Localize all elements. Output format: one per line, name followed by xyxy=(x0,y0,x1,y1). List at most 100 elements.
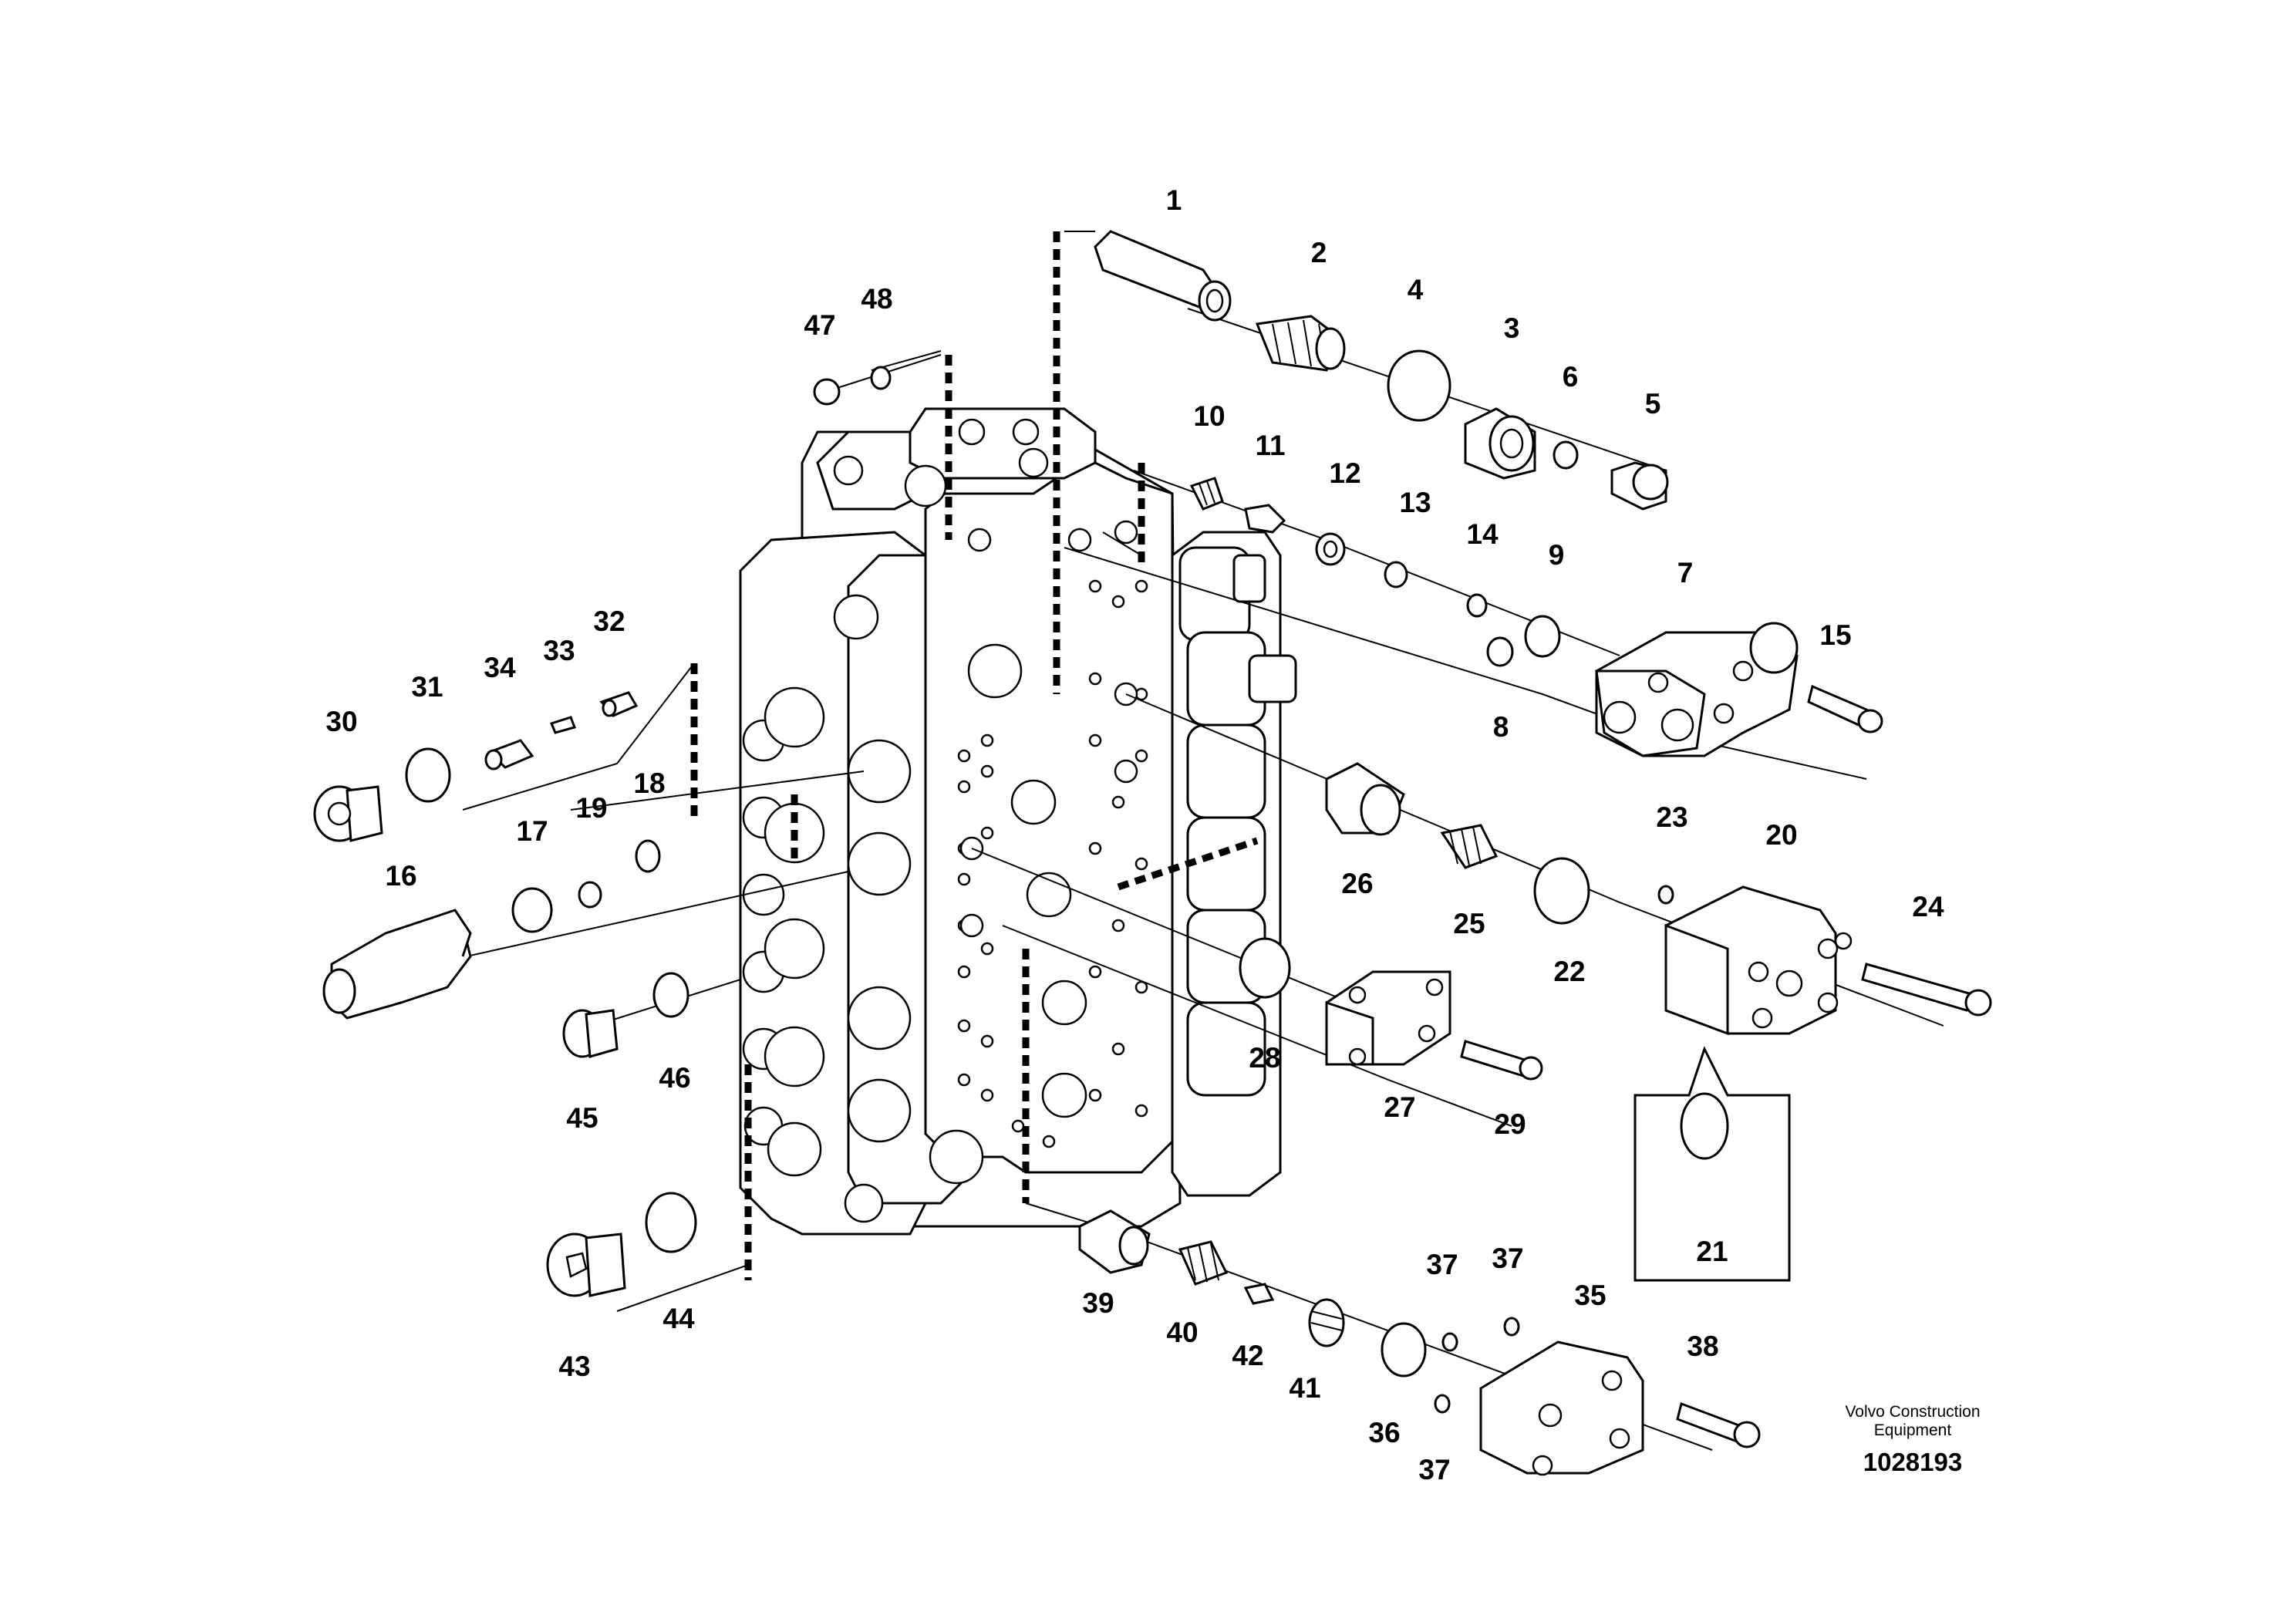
part-37-o-ring-c xyxy=(1434,1394,1451,1414)
part-17-o-ring xyxy=(511,887,553,933)
part-39-sleeve xyxy=(1078,1209,1151,1274)
callout-6: 6 xyxy=(1563,361,1579,393)
control-valve-body xyxy=(739,407,1297,1236)
part-15-bolt xyxy=(1807,684,1883,733)
part-21-detail-box xyxy=(1633,1046,1791,1282)
callout-45: 45 xyxy=(566,1102,598,1134)
callout-33: 33 xyxy=(543,635,575,666)
part-19-backup-ring xyxy=(578,881,602,909)
callout-9: 9 xyxy=(1549,539,1565,571)
callout-40: 40 xyxy=(1166,1317,1198,1348)
part-8-o-ring xyxy=(1486,636,1514,667)
part-6-o-ring xyxy=(1553,440,1579,470)
part-42-pin xyxy=(1243,1283,1275,1305)
part-11-poppet xyxy=(1244,504,1286,534)
callout-17: 17 xyxy=(516,815,548,847)
part-36-o-ring xyxy=(1381,1322,1427,1378)
callout-labels: 1 2 3 4 5 6 7 8 9 10 11 12 13 14 15 16 1… xyxy=(325,184,1944,1485)
callout-14: 14 xyxy=(1466,518,1499,550)
callout-44: 44 xyxy=(663,1303,695,1334)
callout-27: 27 xyxy=(1384,1091,1415,1123)
part-37-o-ring-b xyxy=(1503,1317,1520,1337)
part-18-o-ring xyxy=(635,839,661,873)
part-27-cover xyxy=(1325,970,1451,1066)
callout-32: 32 xyxy=(593,605,625,637)
callout-23: 23 xyxy=(1656,801,1687,833)
callout-7: 7 xyxy=(1677,557,1694,588)
callout-11: 11 xyxy=(1255,430,1285,461)
callout-16: 16 xyxy=(385,860,416,892)
part-13-o-ring xyxy=(1384,561,1408,588)
assembly-dashed-lines xyxy=(690,231,1259,1280)
callout-39: 39 xyxy=(1082,1287,1114,1319)
callout-34: 34 xyxy=(484,652,516,683)
part-3-plug xyxy=(1464,407,1536,480)
callout-41: 41 xyxy=(1289,1372,1320,1404)
callout-26: 26 xyxy=(1341,868,1373,899)
callout-38: 38 xyxy=(1687,1330,1718,1362)
callout-3: 3 xyxy=(1504,312,1520,344)
part-1-sleeve xyxy=(1094,230,1232,322)
callout-4: 4 xyxy=(1408,274,1424,305)
part-33-spring xyxy=(549,716,576,734)
part-28-o-ring xyxy=(1239,937,1291,999)
part-4-o-ring xyxy=(1387,349,1451,422)
part-16-relief-valve xyxy=(322,909,472,1020)
part-24-bolt xyxy=(1861,963,1992,1017)
part-46-o-ring xyxy=(652,972,689,1018)
part-45-plug xyxy=(562,1009,619,1058)
callout-29: 29 xyxy=(1494,1108,1526,1140)
callout-28: 28 xyxy=(1249,1042,1280,1074)
callout-2: 2 xyxy=(1311,237,1327,268)
part-12-seat xyxy=(1315,532,1346,566)
callout-36: 36 xyxy=(1368,1417,1400,1448)
part-41-seat xyxy=(1308,1298,1345,1347)
callout-12: 12 xyxy=(1329,457,1360,489)
callout-15: 15 xyxy=(1819,619,1851,651)
callout-47: 47 xyxy=(804,309,835,341)
part-47-plug xyxy=(813,378,841,406)
part-35-cover xyxy=(1479,1340,1644,1476)
callout-25: 25 xyxy=(1453,908,1485,939)
part-2-spring xyxy=(1255,315,1346,372)
callout-20: 20 xyxy=(1765,819,1797,851)
part-48-o-ring xyxy=(870,366,892,390)
callout-22: 22 xyxy=(1553,956,1585,987)
callout-30: 30 xyxy=(325,706,357,737)
part-14-backup-ring xyxy=(1466,593,1488,618)
callout-24: 24 xyxy=(1912,891,1944,922)
callout-5: 5 xyxy=(1645,388,1661,420)
footer-branding: Volvo Construction Equipment 1028193 xyxy=(1845,1403,1980,1476)
callout-19: 19 xyxy=(575,792,607,824)
part-26-sleeve xyxy=(1325,762,1405,836)
part-21-o-ring xyxy=(1680,1092,1729,1160)
part-10-spring xyxy=(1189,477,1224,511)
callout-37-top-right: 37 xyxy=(1492,1243,1523,1274)
document-number: 1028193 xyxy=(1863,1448,1962,1476)
part-7-valve-block xyxy=(1595,622,1799,757)
part-25-spring xyxy=(1440,824,1499,869)
part-43-plug xyxy=(546,1233,626,1297)
part-34-poppet xyxy=(484,739,534,771)
callout-48: 48 xyxy=(861,283,892,315)
callout-10: 10 xyxy=(1193,400,1225,432)
callout-43: 43 xyxy=(558,1351,590,1382)
part-23-o-ring xyxy=(1657,885,1674,905)
part-30-plug xyxy=(313,785,383,842)
part-44-o-ring xyxy=(645,1192,697,1253)
part-5-plug xyxy=(1610,461,1669,511)
part-20-cover xyxy=(1664,885,1853,1036)
callout-8: 8 xyxy=(1493,711,1509,743)
brand-line-1: Volvo Construction xyxy=(1845,1403,1980,1421)
callout-46: 46 xyxy=(659,1062,690,1094)
part-31-o-ring xyxy=(405,747,451,803)
callout-35: 35 xyxy=(1574,1280,1606,1311)
callout-37-top-left: 37 xyxy=(1426,1249,1458,1280)
part-40-spring xyxy=(1178,1240,1229,1286)
callout-31: 31 xyxy=(411,671,443,703)
callout-18: 18 xyxy=(633,767,665,799)
callout-21: 21 xyxy=(1696,1236,1728,1267)
part-32-seat xyxy=(599,691,639,717)
part-29-bolt xyxy=(1460,1040,1543,1081)
